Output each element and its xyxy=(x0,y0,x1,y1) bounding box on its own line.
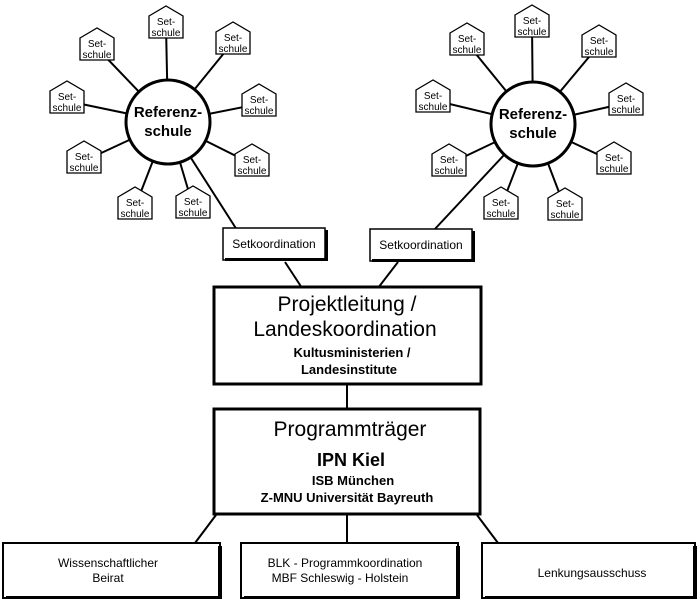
set-schule-label-line1: Set- xyxy=(224,33,242,44)
programmtraeger-title: Programmträger xyxy=(274,418,427,441)
set-schule-left-1: Set-schule xyxy=(215,21,251,55)
set-schule-left-8: Set-schule xyxy=(117,186,153,220)
set-schule-right-7: Set-schule xyxy=(483,186,519,220)
set-schule-right-5: Set-schule xyxy=(431,143,467,177)
referenzschule-label-line1: Referenz- xyxy=(499,106,567,123)
lenkung-label: Lenkungsausschuss xyxy=(538,566,647,580)
right-cluster-referenzschule: Referenz-schule xyxy=(489,80,577,168)
set-schule-right-1: Set-schule xyxy=(449,22,485,56)
programmtraeger-line3: Z-MNU Universität Bayreuth xyxy=(261,490,434,505)
referenzschule-label-line2: schule xyxy=(144,123,192,140)
left-cluster-referenzschule: Referenz-schule xyxy=(124,78,212,166)
projektleitung-sub-line1: Kultusministerien / xyxy=(293,345,410,360)
set-schule-label-line1: Set- xyxy=(617,94,635,105)
set-schule-label-line2: schule xyxy=(585,47,614,58)
set-schule-left-2: Set-schule xyxy=(79,27,115,61)
set-schule-label-line2: schule xyxy=(435,166,464,177)
set-schule-label-line1: Set- xyxy=(75,152,93,163)
set-schule-label-line1: Set- xyxy=(590,36,608,47)
set-schule-left-5: Set-schule xyxy=(234,143,270,177)
set-schule-label-line2: schule xyxy=(245,106,274,117)
setkoordination-left: Setkoordination xyxy=(222,227,328,261)
set-schule-label-line1: Set- xyxy=(556,199,574,210)
connector-left-setkoord-to-projektleitung xyxy=(284,261,303,289)
set-schule-label-line1: Set- xyxy=(157,17,175,28)
set-schule-label-line1: Set- xyxy=(440,155,458,166)
lenkung-box: Lenkungsausschuss xyxy=(481,542,697,599)
connector-programmtraeger-to-beirat xyxy=(194,514,217,544)
set-schule-label-line2: schule xyxy=(238,166,267,177)
set-schule-left-4: Set-schule xyxy=(49,80,85,114)
set-schule-label-line2: schule xyxy=(419,102,448,113)
projektleitung-title-line2: Landeskoordination xyxy=(253,318,436,341)
setkoordination-right: Setkoordination xyxy=(369,228,475,262)
set-schule-label-line2: schule xyxy=(121,209,150,220)
set-schule-label-line1: Set- xyxy=(492,198,510,209)
set-schule-label-line2: schule xyxy=(453,45,482,56)
programmtraeger-main: IPN Kiel xyxy=(317,450,385,470)
set-schule-label-line1: Set- xyxy=(58,92,76,103)
set-schule-label-line1: Set- xyxy=(88,39,106,50)
set-schule-label-line2: schule xyxy=(179,208,208,219)
set-schule-left-0: Set-schule xyxy=(148,5,184,39)
set-schule-right-2: Set-schule xyxy=(581,24,617,58)
set-schule-right-6: Set-schule xyxy=(596,141,632,175)
programmtraeger-box: Programmträger IPN Kiel ISB München Z-MN… xyxy=(212,407,482,516)
set-schule-label-line2: schule xyxy=(70,163,99,174)
set-schule-label-line1: Set- xyxy=(424,91,442,102)
programmtraeger-line2: ISB München xyxy=(312,473,394,488)
set-schule-left-3: Set-schule xyxy=(241,83,277,117)
set-schule-label-line2: schule xyxy=(53,103,82,114)
set-schule-right-0: Set-schule xyxy=(514,4,550,38)
beirat-label-line1: Wissenschaftlicher xyxy=(58,556,158,570)
blk-label-line1: BLK - Programmkoordination xyxy=(268,556,423,570)
setkoordination-right-label: Setkoordination xyxy=(379,238,462,252)
set-schule-label-line1: Set- xyxy=(605,153,623,164)
projektleitung-box: Projektleitung / Landeskoordination Kult… xyxy=(212,285,483,386)
set-schule-label-line2: schule xyxy=(600,164,629,175)
set-schule-label-line2: schule xyxy=(612,105,641,116)
beirat-box: Wissenschaftlicher Beirat xyxy=(2,542,222,599)
set-schule-right-8: Set-schule xyxy=(547,187,583,221)
connector-right-setkoord-to-projektleitung xyxy=(377,261,399,289)
set-schule-label-line2: schule xyxy=(219,44,248,55)
referenzschule-label-line1: Referenz- xyxy=(134,104,202,121)
set-schule-label-line2: schule xyxy=(551,210,580,221)
set-schule-left-7: Set-schule xyxy=(175,185,211,219)
set-schule-left-6: Set-schule xyxy=(66,140,102,174)
set-schule-label-line2: schule xyxy=(83,50,112,61)
connector-programmtraeger-to-lenkung xyxy=(476,514,499,544)
set-schule-label-line2: schule xyxy=(152,28,181,39)
referenzschule-label-line2: schule xyxy=(509,125,557,142)
set-schule-right-3: Set-schule xyxy=(415,79,451,113)
set-schule-label-line1: Set- xyxy=(243,155,261,166)
set-schule-label-line1: Set- xyxy=(250,95,268,106)
projektleitung-title-line1: Projektleitung / xyxy=(278,293,417,316)
set-schule-label-line1: Set- xyxy=(184,197,202,208)
blk-box: BLK - Programmkoordination MBF Schleswig… xyxy=(240,542,460,599)
set-schule-label-line2: schule xyxy=(487,209,516,220)
setkoordination-left-label: Setkoordination xyxy=(232,237,315,251)
set-schule-label-line1: Set- xyxy=(458,34,476,45)
projektleitung-sub-line2: Landesinstitute xyxy=(301,362,397,377)
set-schule-label-line1: Set- xyxy=(126,198,144,209)
beirat-label-line2: Beirat xyxy=(92,571,124,585)
right-cluster: Set-schuleSet-schuleSet-schuleSet-schule… xyxy=(415,4,644,231)
blk-label-line2: MBF Schleswig - Holstein xyxy=(272,571,409,585)
set-schule-label-line2: schule xyxy=(518,27,547,38)
set-schule-label-line1: Set- xyxy=(523,16,541,27)
set-schule-right-4: Set-schule xyxy=(608,82,644,116)
